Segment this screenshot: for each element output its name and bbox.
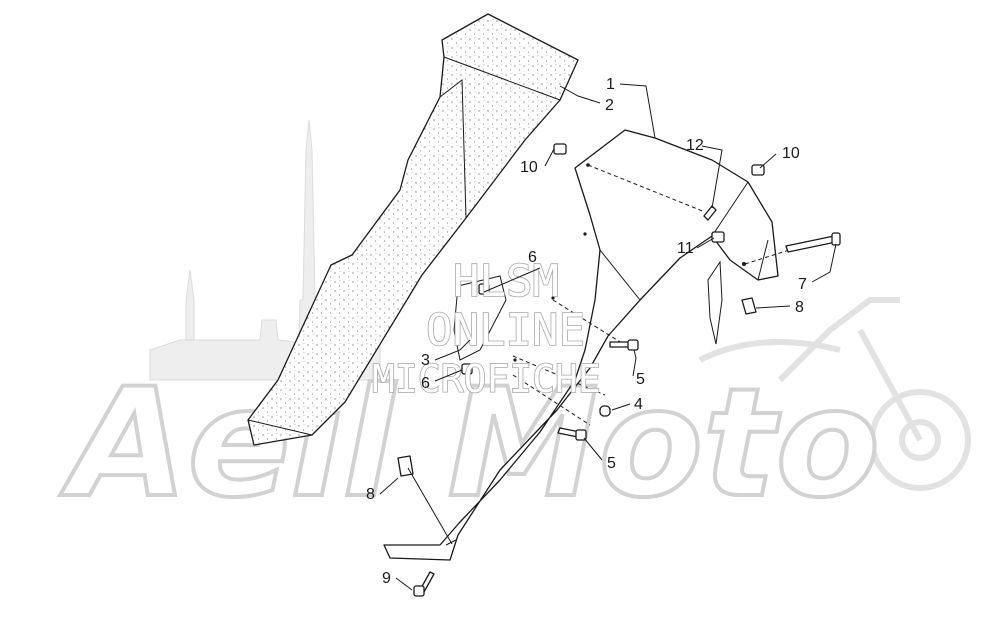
washer-4 [599, 405, 611, 417]
nut-10-left [553, 143, 567, 155]
bolt-7 [785, 235, 837, 253]
callouts: 1 2 10 12 10 11 7 8 6 3 6 5 4 5 8 9 [366, 76, 807, 587]
callout-12: 12 [686, 137, 704, 154]
part-1-chain-guard [383, 129, 779, 561]
callout-3: 3 [421, 352, 430, 369]
callout-9: 9 [382, 570, 391, 587]
callout-7: 7 [798, 276, 807, 293]
callout-1: 1 [606, 76, 615, 93]
watermark-motorcycle [698, 297, 971, 491]
bolt-12 [703, 205, 717, 221]
callout-5-lower: 5 [607, 455, 616, 472]
bolt-5-upper [609, 341, 631, 348]
callout-11: 11 [677, 240, 694, 257]
callout-5-upper: 5 [636, 371, 645, 388]
nut-11 [711, 231, 725, 243]
callout-10-right: 10 [782, 145, 800, 162]
nut-6-lower [461, 363, 473, 375]
callout-2: 2 [605, 97, 614, 114]
watermark-brand: Aeil Moto [60, 357, 880, 531]
callout-10-left: 10 [520, 159, 538, 176]
bolt-7-head [831, 232, 841, 246]
clip-8-right [741, 297, 757, 315]
part-2-foam-pad [247, 13, 579, 446]
callout-6-lower: 6 [421, 375, 430, 392]
leader-lines [379, 83, 837, 591]
callout-8-left: 8 [366, 486, 375, 503]
callout-6-upper: 6 [528, 249, 537, 266]
callout-4: 4 [634, 396, 643, 413]
bolt-5-upper-head [627, 339, 639, 351]
bolt-9-head [413, 585, 425, 597]
alignment-lines [512, 164, 806, 426]
bolt-5-lower-head [575, 429, 587, 441]
callout-8-right: 8 [795, 299, 804, 316]
watermark-line3: MICROFICHE [372, 357, 601, 401]
nut-6-upper [478, 283, 490, 295]
watermark-line2: ONLINE [426, 305, 585, 356]
watermark-line1: HLSM [453, 256, 559, 307]
